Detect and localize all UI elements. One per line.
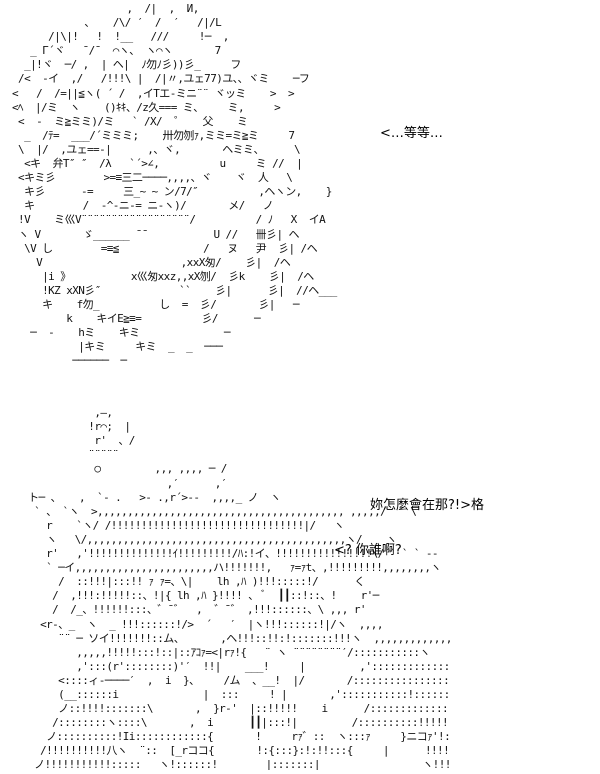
dialogue-line-who-are-you: <? 你誰啊? (334, 543, 402, 558)
dialogue-line-why-there: 妳怎麼會在那?!>格 (370, 498, 485, 513)
dialogue-line-wait: <…等等… (380, 126, 443, 141)
ascii-art-crying-character: , /| , И, 、 /\/ ′ / ′ /|/L /|\|! ! !__ /… (12, 2, 337, 368)
ascii-art-confused-girl: ,―, !r⌒; | r' 、/ ¨¨¨¨¨ ○ ,,, ,,,, ─ / ,′… (28, 406, 450, 770)
